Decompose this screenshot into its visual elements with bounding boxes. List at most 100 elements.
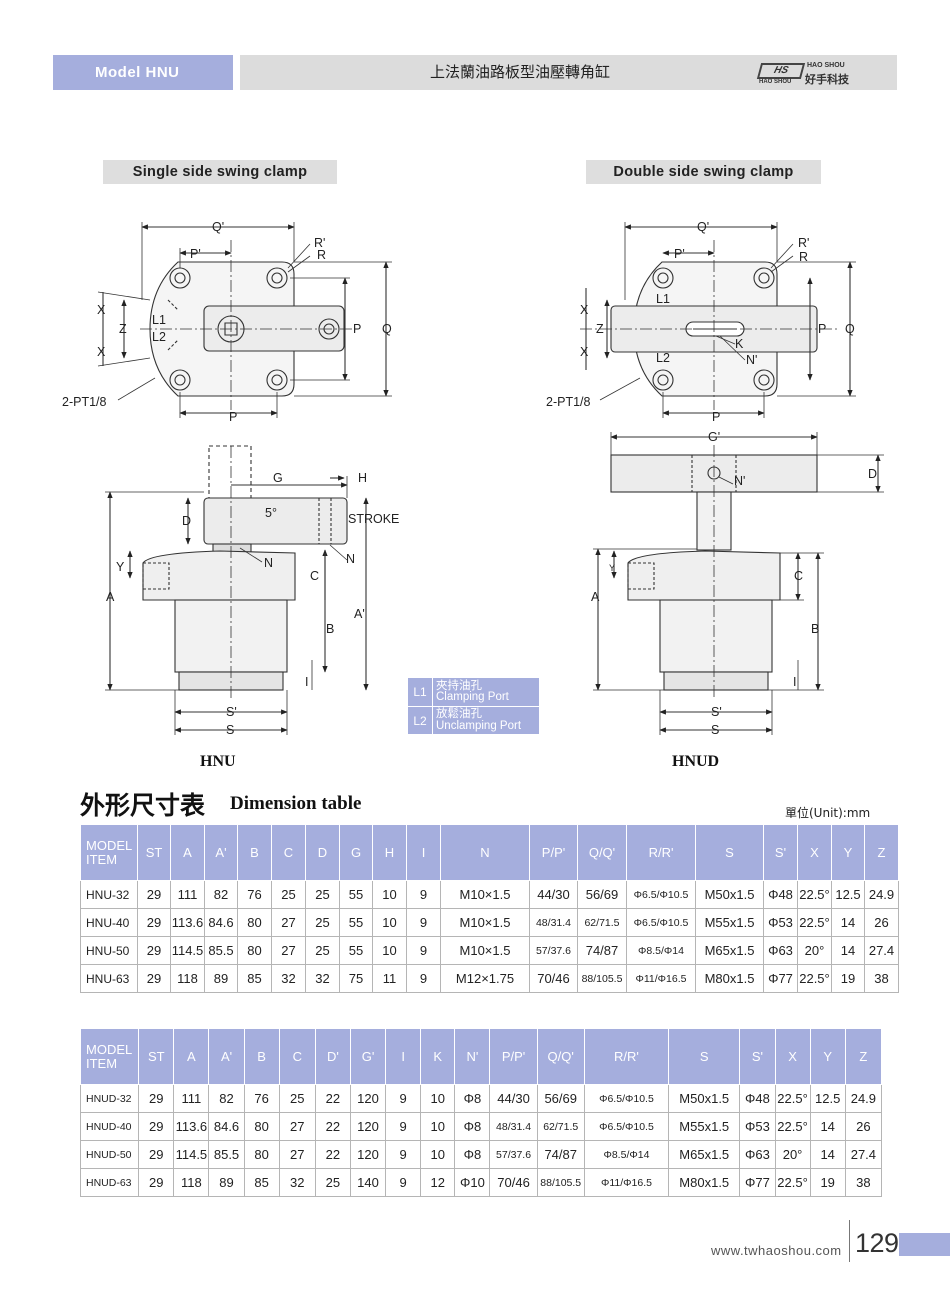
table-cell: 9 [406,964,441,993]
table-cell: M50x1.5 [695,880,764,909]
column-header: Y [831,824,865,881]
label-a: A [106,590,115,604]
column-header: N' [454,1028,491,1085]
table-cell: 22.5° [797,880,832,909]
header-model-item: MODEL ITEM [79,1028,140,1085]
table-cell: 38 [844,1168,883,1197]
double-side-title: Double side swing clamp [586,160,821,184]
table-cell: Φ6.5/Φ10.5 [626,880,696,909]
table-cell: 48/31.4 [489,1112,538,1141]
double-top-view [580,222,856,418]
row-model: HNUD-32 [79,1084,140,1113]
label-q: Q [845,322,855,336]
company-logo: HS HAO SHOU 好手科技 HAO SHOU [756,62,859,86]
table-cell: 62/71.5 [577,908,627,937]
caption-hnud: HNUD [672,753,720,770]
table-cell: 80 [243,1140,280,1169]
table-cell: 9 [385,1140,422,1169]
column-header: H [372,824,407,881]
label-z: Z [119,322,127,336]
label-s-prime: S' [711,705,722,719]
table-cell: 82 [204,880,238,909]
table-cell: 10 [372,880,407,909]
label-pt: 2-PT1/8 [546,395,591,409]
table-cell: 9 [385,1084,422,1113]
footer-divider [849,1220,850,1262]
table-cell: 55 [339,936,373,965]
label-b: B [326,622,334,636]
row-model: HNU-63 [80,964,138,993]
table-cell: 84.6 [208,1112,245,1141]
table-cell: M55x1.5 [668,1112,741,1141]
table-cell: 29 [138,1140,175,1169]
table-cell: 27 [278,1112,316,1141]
table-cell: 113.6 [173,1112,210,1141]
header-item: ITEM [86,851,118,867]
row-model: HNUD-50 [79,1140,140,1169]
column-header: ST [137,824,171,881]
label-x: X [580,303,589,317]
table-cell: 22.5° [797,964,832,993]
row-model: HNU-50 [80,936,138,965]
table-cell: 70/46 [529,964,578,993]
table-cell: 48/31.4 [529,908,578,937]
single-side-title: Single side swing clamp [103,160,337,184]
table-cell: 140 [349,1168,387,1197]
legend-l2-key: L2 [408,707,433,735]
table-cell: 14 [809,1140,846,1169]
label-stroke: STROKE [348,512,399,526]
legend-l2-zh: 放鬆油孔 [436,708,482,720]
table-cell: 85.5 [204,936,238,965]
label-r-prime: R' [798,236,809,250]
logo-sub: HAO SHOU [759,79,792,85]
unit-label: 單位(Unit):mm [785,806,871,820]
table-cell: Φ11/Φ16.5 [626,964,696,993]
column-header: X [797,824,832,881]
table-cell: 89 [204,964,238,993]
table-cell: 32 [278,1168,316,1197]
table-cell: 9 [385,1112,422,1141]
table-cell: 9 [406,880,441,909]
table-cell: 56/69 [577,880,627,909]
label-d: D [868,467,877,481]
column-header: G [339,824,373,881]
table-cell: 38 [864,964,899,993]
label-n-prime: N' [746,353,757,367]
table-cell: 118 [170,964,205,993]
table-cell: 57/37.6 [489,1140,538,1169]
label-q: Q [382,322,392,336]
label-g: G [273,471,283,485]
table-cell: Φ48 [739,1084,776,1113]
column-header: Q/Q' [577,824,627,881]
table-cell: 29 [138,1168,175,1197]
label-l1: L1 [656,292,670,306]
label-q-prime: Q' [697,220,709,234]
table-cell: 24.9 [844,1084,883,1113]
label-p-prime: P' [190,247,201,261]
table-cell: 88/105.5 [536,1168,585,1197]
table-cell: M10×1.5 [440,908,530,937]
table-cell: 57/37.6 [529,936,578,965]
table-cell: 27 [271,908,306,937]
label-p: P [229,410,237,424]
label-d: D [182,514,191,528]
technical-drawing: Q' P' R' R X Z X L1 L2 P Q 2-PT1/8 P G H… [62,220,884,737]
double-side-view [593,432,884,735]
label-p-prime: P' [674,247,685,261]
table-cell: 25 [271,880,306,909]
table-cell: 9 [385,1168,422,1197]
legend-divider [408,706,539,707]
column-header: S [695,824,764,881]
table-cell: Φ10 [454,1168,491,1197]
table-cell: 10 [420,1140,456,1169]
table-cell: 80 [243,1112,280,1141]
column-header: D' [314,1028,351,1085]
table-cell: 113.6 [170,908,205,937]
model-label: Model HNU [53,55,233,90]
table-cell: 24.9 [864,880,899,909]
table-cell: M65x1.5 [695,936,764,965]
